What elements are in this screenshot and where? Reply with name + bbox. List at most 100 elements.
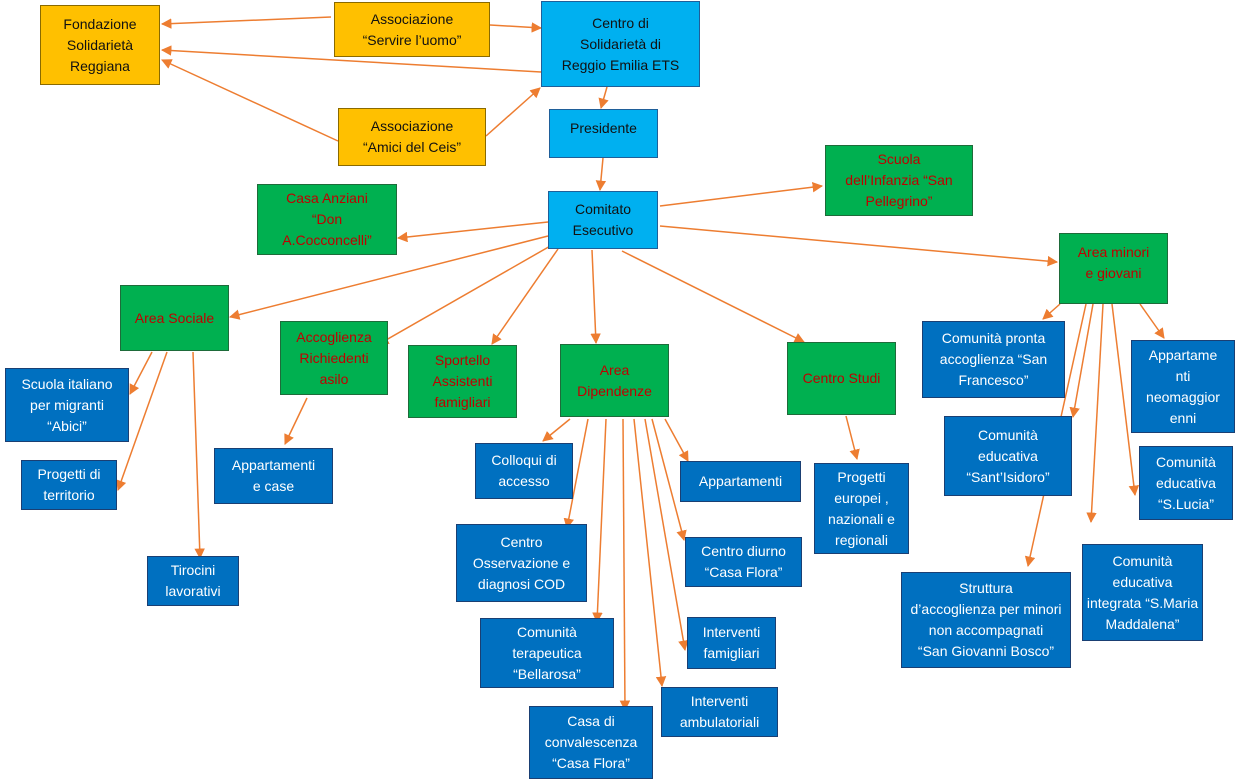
arrow-dipendenze-to-ambulatoriali <box>633 418 667 688</box>
node-line: Centro di <box>592 14 649 31</box>
node-line: Reggiana <box>70 57 130 74</box>
node-line: Struttura <box>959 580 1013 596</box>
node-struttura-san-giovanni-bosco: Struttura d’accoglienza per minori non a… <box>901 572 1071 668</box>
arrow-sociale-to-progetti-territorio <box>116 351 168 491</box>
node-casa-di-convalescenza: Casa di convalescenza “Casa Flora” <box>529 706 653 779</box>
arrow-sociale-to-tirocini <box>192 351 205 560</box>
node-line: per migranti <box>30 396 104 413</box>
node-scuola-infanzia-san-pellegrino: Scuola dell’Infanzia “San Pellegrino” <box>825 145 973 216</box>
node-area-minori-e-giovani: Area minori e giovani <box>1059 233 1168 304</box>
node-line: “Amici del Ceis” <box>362 139 461 155</box>
node-line: Maddalena” <box>1105 615 1180 632</box>
arrow-dipendenze-to-appartamenti <box>664 418 689 462</box>
node-tirocini-lavorativi: Tirocini lavorativi <box>147 556 239 606</box>
node-area-sociale: Area Sociale <box>120 285 229 351</box>
node-line: Assistenti <box>432 373 493 389</box>
node-line: educativa <box>978 447 1038 464</box>
node-line: Dipendenze <box>577 382 652 399</box>
node-progetti-di-territorio: Progetti di territorio <box>21 460 117 510</box>
node-fondazione-solidarieta-reggiana: Fondazione Solidarietà Reggiana <box>40 5 160 85</box>
node-line: dell’Infanzia “San <box>845 172 953 188</box>
node-line: famigliari <box>434 394 491 410</box>
node-line: Sportello <box>434 352 491 368</box>
node-line: Casa di <box>567 713 615 729</box>
node-line: Associazione <box>370 10 454 27</box>
node-line: Interventi <box>690 693 749 709</box>
node-line: educativa <box>1112 573 1173 590</box>
node-line: e giovani <box>1085 265 1142 281</box>
node-appartamenti-e-case: Appartamenti e case <box>214 448 333 504</box>
arrow-dipendenze-to-famigliari <box>644 418 689 652</box>
node-comunita-educativa-integrata-smaria: Comunità educativa integrata “S.Maria Ma… <box>1082 544 1203 641</box>
arrow-sociale-to-scuola-italiano <box>129 351 153 395</box>
node-line: “San Giovanni Bosco” <box>917 643 1055 659</box>
arrow-amici-to-centro <box>485 87 541 137</box>
node-progetti-europei-nazionali-regionali: Progetti europei , nazionali e regionali <box>814 463 909 554</box>
node-colloqui-di-accesso: Colloqui di accesso <box>475 443 573 499</box>
node-line: Appartamenti <box>698 473 783 489</box>
arrow-comitato-to-dipendenze <box>590 249 601 345</box>
node-line: educativa <box>1156 474 1216 491</box>
node-comunita-educativa-santisidoro: Comunità educativa “Sant’Isidoro” <box>944 416 1072 496</box>
node-line: Comunità <box>517 623 577 640</box>
node-centro-solidarieta: Centro di Solidarietà di Reggio Emilia E… <box>541 1 700 87</box>
node-line: “Abici” <box>47 417 87 434</box>
node-line: d’accoglienza per minori <box>910 601 1062 617</box>
node-casa-anziani-don-cocconcelli: Casa Anziani “Don A.Cocconcelli” <box>257 184 397 255</box>
arrow-comitato-to-area-sociale <box>228 235 549 320</box>
node-line: Solidarietà di <box>580 35 661 52</box>
node-line: nazionali e <box>828 510 895 527</box>
node-line: asilo <box>319 370 349 387</box>
node-line: Reggio Emilia ETS <box>561 56 680 73</box>
arrow-centro-to-presidente <box>598 86 609 110</box>
node-line: accesso <box>498 473 550 489</box>
node-line: Comunità <box>978 426 1038 443</box>
node-line: Interventi <box>702 624 761 640</box>
node-line: Osservazione e <box>472 554 571 571</box>
node-line: integrata “S.Maria <box>1086 594 1199 611</box>
node-line: Scuola italiano <box>21 375 113 392</box>
node-sportello-assistenti-famigliari: Sportello Assistenti famigliari <box>408 345 517 418</box>
node-associazione-amici-del-ceis: Associazione “Amici del Ceis” <box>338 108 486 166</box>
node-presidente: Presidente <box>549 109 658 158</box>
node-line: Comitato <box>574 201 632 217</box>
node-line: Centro Studi <box>802 370 881 386</box>
node-line: Scuola <box>877 151 921 167</box>
node-line: Area minori <box>1077 244 1150 260</box>
arrow-minori-to-smaria <box>1086 303 1104 524</box>
node-line: “Casa Flora” <box>704 564 783 580</box>
node-area-dipendenze: Area Dipendenze <box>560 344 669 417</box>
node-line: Comunità pronta <box>941 330 1046 346</box>
node-line: Fondazione <box>63 15 137 32</box>
node-line: “Sant’Isidoro” <box>966 468 1050 485</box>
node-line: territorio <box>43 487 95 503</box>
node-line: Casa Anziani <box>286 190 368 206</box>
arrow-minori-to-santisidoro <box>1069 303 1094 419</box>
node-line: e case <box>252 478 295 494</box>
arrow-accoglienza-to-appartamenti-case <box>284 397 308 445</box>
node-line: Appartame <box>1148 346 1218 363</box>
node-line: accoglienza “San <box>939 351 1048 367</box>
node-centro-osservazione-cod: Centro Osservazione e diagnosi COD <box>456 524 587 602</box>
arrow-servire-to-fondazione <box>160 16 332 29</box>
arrow-comitato-to-centro-studi <box>621 250 805 343</box>
node-line: nti <box>1175 367 1191 384</box>
node-line: Area Sociale <box>134 309 215 326</box>
node-line: Presidente <box>570 120 637 136</box>
node-line: Area <box>599 361 630 378</box>
node-scuola-italiano-per-migranti: Scuola italiano per migranti “Abici” <box>5 368 129 442</box>
node-line: lavorativi <box>165 583 221 599</box>
node-line: Comunità <box>1156 453 1216 470</box>
node-centro-studi: Centro Studi <box>787 342 896 415</box>
node-line: Progetti <box>837 468 886 485</box>
node-line: Francesco” <box>958 372 1029 388</box>
node-line: Accoglienza <box>296 328 372 345</box>
arrow-centro-to-fondazione <box>160 45 542 73</box>
node-line: enni <box>1169 409 1197 426</box>
node-line: Solidarietà <box>66 36 134 53</box>
node-associazione-servire-luomo: Associazione “Servire l’uomo” <box>334 2 490 57</box>
node-comunita-terapeutica-bellarosa: Comunità terapeutica “Bellarosa” <box>480 618 614 688</box>
arrow-dipendenze-to-convalescenza <box>619 418 631 712</box>
node-line: regionali <box>835 531 888 548</box>
